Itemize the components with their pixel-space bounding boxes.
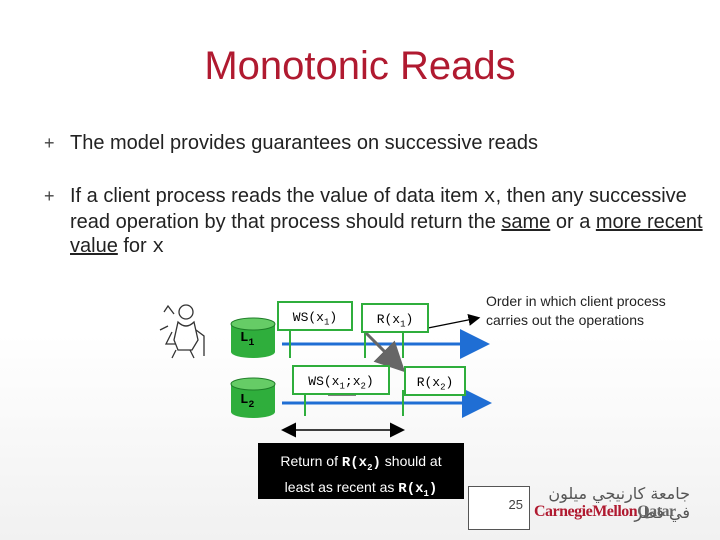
bullet-1: + The model provides guarantees on succe…: [44, 131, 704, 155]
page-title: Monotonic Reads: [204, 44, 516, 88]
label-l2: L2: [240, 392, 255, 411]
recency-note: Return of R(x2) should at least as recen…: [258, 443, 464, 499]
university-logo: CarnegieMellonQatar: [534, 503, 676, 520]
op-ws-x1: WS(x1): [277, 301, 353, 331]
bullet-2: + If a client process reads the value of…: [44, 184, 704, 260]
order-pointer-arrow: [427, 313, 481, 329]
label-l1: L1: [240, 330, 255, 349]
university-logo-arabic: جامعة كارنيجي ميلون في قطر: [548, 484, 690, 522]
op-ws-x1-x2: WS(x1;x2): [292, 365, 390, 395]
propagation-arrow: [364, 331, 406, 373]
var-x: x: [152, 236, 165, 259]
bullet-marker: +: [44, 186, 55, 206]
page-number: 25: [468, 486, 530, 530]
op-r-x2: R(x2): [404, 366, 466, 396]
bullet-2-text: If a client process reads the value of d…: [70, 185, 703, 259]
var-x: x: [483, 186, 496, 209]
bullet-1-text: The model provides guarantees on success…: [70, 132, 539, 154]
more-recent-underlined: more recent value: [70, 211, 703, 257]
op-r-x1: R(x1): [361, 303, 429, 333]
client-person-icon: [159, 304, 205, 359]
disk-l1-icon: [230, 317, 276, 358]
same-underlined: same: [501, 211, 551, 233]
bullet-marker: +: [44, 133, 55, 153]
order-note: Order in which client process carries ou…: [486, 293, 666, 328]
disk-l2-icon: [230, 377, 276, 418]
